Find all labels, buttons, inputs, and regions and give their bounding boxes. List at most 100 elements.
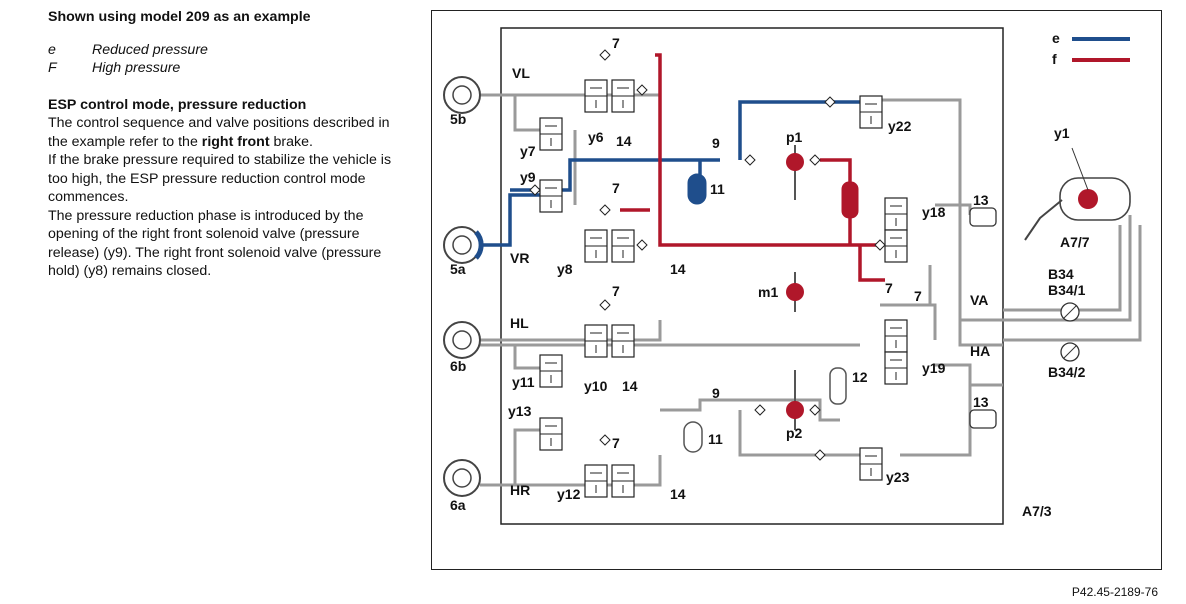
label-7: 7 [612,283,620,299]
damper-front [841,181,859,219]
pump-p2 [786,370,804,430]
check-valve [599,299,611,311]
valve-y18a [884,197,908,231]
label-9: 9 [712,385,720,401]
valve-y10 [584,324,608,358]
label-7: 7 [612,180,620,196]
label-y7: y7 [520,143,536,159]
label-y19: y19 [922,360,946,376]
valve-y18b [884,229,908,263]
label-14: 14 [670,486,686,502]
wheel-5a [443,226,484,264]
label-wheel-5b: 5b [450,111,466,127]
accumulator-11-rear [683,421,703,453]
valve-y19b [884,351,908,385]
grey-pipes [480,93,1142,487]
label-14: 14 [622,378,638,394]
section-title: ESP control mode, pressure reduction [48,96,307,113]
label-14: 14 [616,133,632,149]
paragraph-1: The control sequence and valve positions… [48,114,408,151]
valve-y23 [859,447,883,481]
label-y8: y8 [557,261,573,277]
label-b341: B34/1 [1048,282,1086,298]
legend-item-reduced: e Reduced pressure [48,41,408,60]
label-m1: m1 [758,284,778,300]
label-b342: B34/2 [1048,364,1086,380]
paragraph-1-text: The control sequence and valve positions… [48,115,390,150]
label-11: 11 [708,431,723,447]
legend-text: Reduced pressure [92,41,208,58]
label-vr: VR [510,250,529,266]
pressure-gauge-b341 [1060,302,1080,322]
pump-p1 [786,145,804,200]
check-valve [874,239,886,251]
label-y11: y11 [512,374,535,390]
wheel-5b [443,76,481,114]
label-y13: y13 [508,403,532,419]
label-7: 7 [885,280,893,296]
label-va: VA [970,292,988,308]
damper-12 [829,367,847,405]
label-7: 7 [612,35,620,51]
motor-m1 [786,272,804,312]
valve-y13 [539,417,563,451]
high-pressure-pipes [620,53,885,282]
label-7: 7 [612,435,620,451]
legend-item-high: F High pressure [48,59,408,78]
hydraulic-unit-outline [500,27,1004,525]
valve-y8 [584,229,608,263]
wheel-6a [443,459,481,497]
valve-y10b [611,324,635,358]
label-ha: HA [970,343,990,359]
paragraph-1-emphasis: right front [201,133,270,150]
valve-y9 [539,179,563,213]
reservoir-13-front [969,207,997,227]
valve-y11 [539,354,563,388]
valve-y12b [611,464,635,498]
valve-y6b [611,79,635,113]
label-wheel-6b: 6b [450,358,466,374]
label-a73: A7/3 [1022,503,1052,519]
check-valve [754,404,766,416]
legend-key: e [48,41,56,58]
label-p2: p2 [786,425,803,441]
wheel-6b [443,321,481,359]
label-y23: y23 [886,469,910,485]
label-14: 14 [670,261,686,277]
check-valve [599,434,611,446]
valve-y22 [859,95,883,129]
label-y6: y6 [588,129,604,145]
check-valve [636,239,648,251]
label-y12: y12 [557,486,581,502]
check-valve [824,96,836,108]
label-7: 7 [914,288,922,304]
label-wheel-6a: 6a [450,497,466,513]
valve-y7 [539,117,563,151]
pressure-gauge-b342 [1060,342,1080,362]
label-11: 11 [710,181,725,197]
paragraph-2: If the brake pressure required to stabil… [48,152,392,205]
label-y18: y18 [922,204,946,220]
label-y1: y1 [1054,125,1070,141]
valve-y19a [884,319,908,353]
document-reference: P42.45-2189-76 [1071,585,1158,599]
label-y9: y9 [520,169,536,185]
label-b34: B34 [1048,266,1074,282]
label-13: 13 [973,192,989,208]
valve-y8b [611,229,635,263]
label-vl: VL [512,65,530,81]
check-valve [599,204,611,216]
reservoir-13-rear [969,409,997,429]
label-13: 13 [973,394,989,410]
page-title: Shown using model 209 as an example [48,9,311,25]
label-y22: y22 [888,118,912,134]
valve-y6 [584,79,608,113]
label-12: 12 [852,369,868,385]
check-valve [814,449,826,461]
brake-booster-a77 [1024,147,1131,241]
label-hl: HL [510,315,529,331]
legend-key-e: e [1052,30,1060,46]
check-valve [599,49,611,61]
label-hr: HR [510,482,530,498]
